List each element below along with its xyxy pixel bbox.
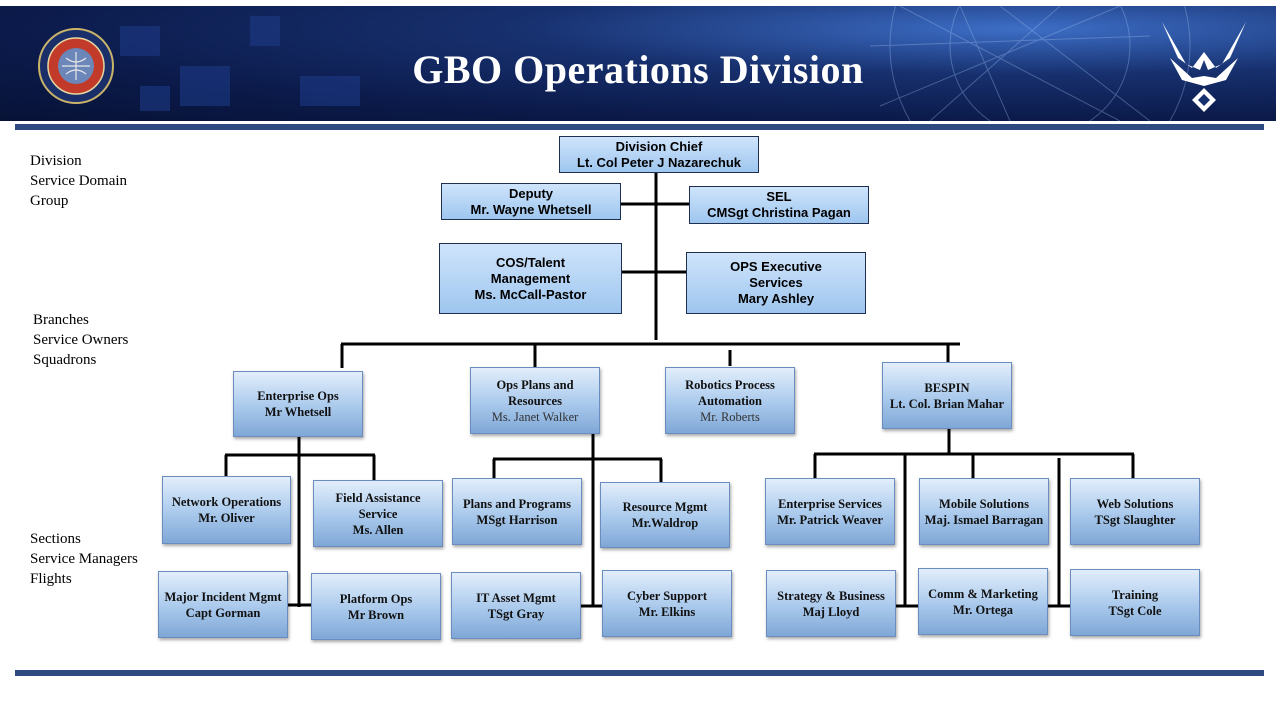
- box-name: Mr. Patrick Weaver: [777, 512, 883, 527]
- box-title: BESPIN: [924, 380, 970, 395]
- box-title: Deputy: [508, 185, 554, 201]
- banner-network-decoration: [120, 6, 1191, 121]
- box-title: Plans and Programs: [462, 496, 572, 511]
- cos-talent-box: COS/Talent Management Ms. McCall-Pastor: [439, 243, 622, 314]
- box-name: Mr. Elkins: [638, 604, 696, 619]
- box-title: Field Assistance: [335, 490, 421, 505]
- unit-seal-icon: [38, 28, 114, 104]
- ops-executive-box: OPS Executive Services Mary Ashley: [686, 252, 866, 314]
- box-name: Lt. Col. Brian Mahar: [889, 396, 1005, 411]
- box-name: TSgt Gray: [487, 606, 545, 621]
- section-comm-marketing: Comm & Marketing Mr. Ortega: [918, 568, 1048, 635]
- page-title: GBO Operations Division: [412, 47, 864, 92]
- box-name: MSgt Harrison: [476, 512, 558, 527]
- box-name: Maj Lloyd: [802, 604, 860, 619]
- box-title: Service: [358, 506, 398, 521]
- section-major-incident-mgmt: Major Incident Mgmt Capt Gorman: [158, 571, 288, 638]
- box-title: Division Chief: [615, 138, 703, 154]
- box-title: SEL: [766, 189, 792, 204]
- box-title: Enterprise Services: [778, 496, 882, 511]
- box-title: Robotics Process: [685, 377, 775, 392]
- bottom-divider: [15, 670, 1264, 676]
- air-force-logo-icon: [1162, 22, 1246, 112]
- box-name: Mary Ashley: [737, 291, 815, 306]
- header-banner: GBO Operations Division: [0, 6, 1276, 121]
- top-divider: [15, 124, 1264, 130]
- section-resource-mgmt: Resource Mgmt Mr.Waldrop: [600, 482, 730, 548]
- box-name: Ms. McCall-Pastor: [474, 286, 587, 302]
- box-title: Mobile Solutions: [939, 496, 1029, 511]
- box-title: Enterprise Ops: [257, 389, 339, 403]
- box-title: Major Incident Mgmt: [164, 589, 282, 604]
- box-name: Mr. Wayne Whetsell: [470, 201, 592, 217]
- section-training: Training TSgt Cole: [1070, 569, 1200, 636]
- box-title: Automation: [698, 393, 762, 408]
- box-title: COS/Talent: [495, 254, 566, 270]
- branch-enterprise-ops: Enterprise Ops Mr Whetsell: [233, 371, 363, 437]
- box-name: Mr Brown: [347, 607, 405, 622]
- box-title: Strategy & Business: [777, 588, 885, 603]
- section-field-assistance-service: Field Assistance Service Ms. Allen: [313, 480, 443, 547]
- deputy-box: Deputy Mr. Wayne Whetsell: [441, 183, 621, 220]
- box-name: Mr. Ortega: [953, 602, 1013, 617]
- section-cyber-support: Cyber Support Mr. Elkins: [602, 570, 732, 637]
- box-title: Services: [749, 275, 803, 290]
- box-title: Training: [1111, 587, 1159, 602]
- box-name: Capt Gorman: [185, 605, 261, 620]
- box-title: Network Operations: [171, 495, 282, 509]
- box-name: Ms. Janet Walker: [491, 409, 579, 424]
- box-title: OPS Executive: [730, 259, 822, 274]
- box-title: Ops Plans and: [496, 377, 574, 392]
- box-title: IT Asset Mgmt: [476, 590, 556, 605]
- box-name: Mr.Waldrop: [631, 516, 699, 530]
- branch-bespin: BESPIN Lt. Col. Brian Mahar: [882, 362, 1012, 429]
- section-strategy-business: Strategy & Business Maj Lloyd: [766, 570, 896, 637]
- branch-robotics-process-automation: Robotics Process Automation Mr. Roberts: [665, 367, 795, 434]
- box-name: Ms. Allen: [352, 522, 404, 537]
- box-title: Platform Ops: [339, 591, 413, 606]
- section-web-solutions: Web Solutions TSgt Slaughter: [1070, 478, 1200, 545]
- section-network-operations: Network Operations Mr. Oliver: [162, 476, 291, 544]
- box-name: Mr. Oliver: [198, 511, 255, 525]
- box-name: CMSgt Christina Pagan: [707, 205, 851, 220]
- section-mobile-solutions: Mobile Solutions Maj. Ismael Barragan: [919, 478, 1049, 545]
- box-name: Maj. Ismael Barragan: [924, 512, 1044, 527]
- branch-ops-plans-resources: Ops Plans and Resources Ms. Janet Walker: [470, 367, 600, 434]
- box-title: Management: [490, 270, 571, 286]
- section-plans-and-programs: Plans and Programs MSgt Harrison: [452, 478, 582, 545]
- box-name: Mr Whetsell: [264, 405, 332, 419]
- section-platform-ops: Platform Ops Mr Brown: [311, 573, 441, 640]
- box-name: TSgt Cole: [1108, 603, 1162, 618]
- box-title: Resource Mgmt: [622, 500, 708, 514]
- section-it-asset-mgmt: IT Asset Mgmt TSgt Gray: [451, 572, 581, 639]
- box-title: Resources: [508, 393, 562, 408]
- box-title: Web Solutions: [1096, 496, 1174, 511]
- box-name: TSgt Slaughter: [1094, 512, 1176, 527]
- box-name: Lt. Col Peter J Nazarechuk: [577, 154, 741, 170]
- section-enterprise-services: Enterprise Services Mr. Patrick Weaver: [765, 478, 895, 545]
- box-name: Mr. Roberts: [700, 409, 760, 424]
- box-title: Cyber Support: [627, 588, 707, 603]
- box-title: Comm & Marketing: [928, 586, 1038, 601]
- division-chief-box: Division Chief Lt. Col Peter J Nazarechu…: [559, 136, 759, 173]
- sel-box: SEL CMSgt Christina Pagan: [689, 186, 869, 224]
